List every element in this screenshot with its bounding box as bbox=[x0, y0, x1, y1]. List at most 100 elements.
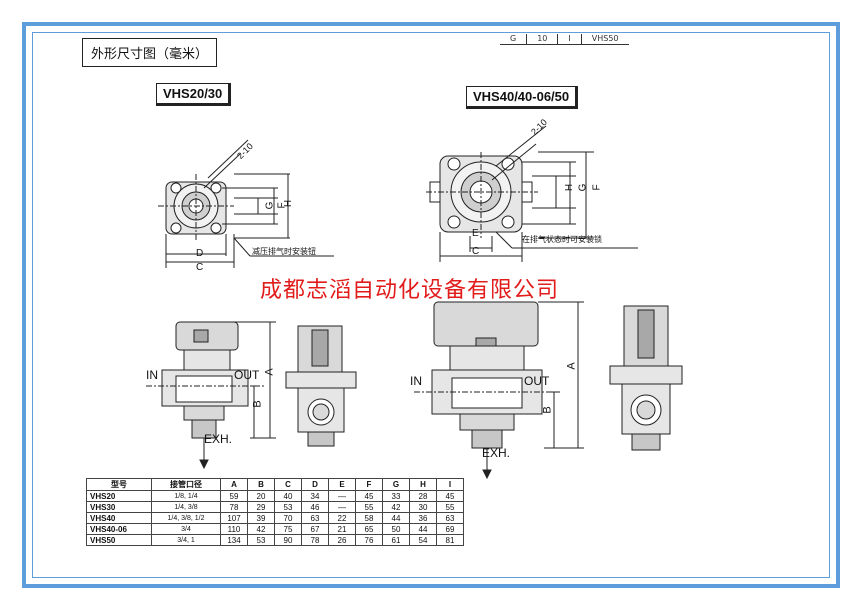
port-exh-left: EXH. bbox=[204, 432, 233, 446]
right-top-view-drawing bbox=[426, 125, 638, 262]
dim-label-G-left: G bbox=[264, 201, 276, 210]
table-header: 接管口径 bbox=[151, 478, 221, 491]
table-cell: VHS30 bbox=[86, 501, 152, 513]
table-cell: 46 bbox=[301, 501, 329, 513]
inner-frame bbox=[32, 32, 830, 578]
table-header: I bbox=[436, 478, 464, 491]
table-cell: 55 bbox=[355, 501, 383, 513]
table-cell: 70 bbox=[274, 512, 302, 524]
strip-cell: 10 bbox=[527, 34, 559, 44]
table-cell: 28 bbox=[409, 490, 437, 502]
table-cell: 78 bbox=[301, 534, 329, 546]
table-header: E bbox=[328, 478, 356, 491]
dim-label-A-right: A bbox=[565, 362, 578, 370]
table-cell: 34 bbox=[301, 490, 329, 502]
table-cell: 81 bbox=[436, 534, 464, 546]
left-top-view-drawing bbox=[158, 139, 334, 268]
table-cell: 39 bbox=[247, 512, 275, 524]
table-header-row: 型号 接管口径 A B C D E F G H I bbox=[86, 478, 464, 491]
table-header: G bbox=[382, 478, 410, 491]
table-header: D bbox=[301, 478, 329, 491]
top-table-strip: G 10 I VHS50 bbox=[500, 34, 629, 45]
table-cell: VHS40-06 bbox=[86, 523, 152, 535]
table-header: F bbox=[355, 478, 383, 491]
right-front-view-drawing bbox=[414, 301, 683, 480]
table-cell: — bbox=[328, 501, 356, 513]
table-cell: 110 bbox=[220, 523, 248, 535]
table-cell: 42 bbox=[382, 501, 410, 513]
drawing-page: G 10 I VHS50 外形尺寸图（毫米） VHS20/30 VHS40/40… bbox=[38, 30, 828, 580]
dim-label-D-left: D bbox=[196, 248, 204, 259]
strip-cell: VHS50 bbox=[591, 34, 619, 43]
strip-cell: G bbox=[500, 34, 528, 44]
table-cell: 36 bbox=[409, 512, 437, 524]
table-cell: 21 bbox=[328, 523, 356, 535]
table-cell: 1/8, 1/4 bbox=[151, 490, 221, 502]
table-cell: 29 bbox=[247, 501, 275, 513]
port-in-right: IN bbox=[410, 374, 422, 388]
table-cell: 53 bbox=[247, 534, 275, 546]
table-cell: 76 bbox=[355, 534, 383, 546]
table-cell: 44 bbox=[382, 512, 410, 524]
table-cell: 107 bbox=[220, 512, 248, 524]
strip-cell: I bbox=[558, 34, 582, 44]
company-watermark: 成都志滔自动化设备有限公司 bbox=[260, 278, 560, 303]
table-header: A bbox=[220, 478, 248, 491]
table-cell: 50 bbox=[382, 523, 410, 535]
table-cell: 3/4 bbox=[151, 523, 221, 535]
table-cell: 1/4, 3/8 bbox=[151, 501, 221, 513]
table-cell: 134 bbox=[220, 534, 248, 546]
table-cell: 42 bbox=[247, 523, 275, 535]
table-cell: 65 bbox=[355, 523, 383, 535]
table-row: VHS20 1/8, 1/4 59 20 40 34 — 45 33 28 45 bbox=[86, 490, 464, 502]
table-cell: 53 bbox=[274, 501, 302, 513]
section-title: 外形尺寸图（毫米） bbox=[82, 38, 218, 67]
table-row: VHS30 1/4, 3/8 78 29 53 46 — 55 42 30 55 bbox=[86, 501, 464, 513]
table-cell: 69 bbox=[436, 523, 464, 535]
dim-label-A-left: A bbox=[263, 368, 276, 376]
port-exh-right: EXH. bbox=[482, 446, 511, 460]
table-cell: VHS20 bbox=[86, 490, 152, 502]
dim-label-B-right: B bbox=[541, 406, 554, 414]
table-cell: 67 bbox=[301, 523, 329, 535]
dimension-table: 型号 接管口径 A B C D E F G H I VHS20 1/8, 1/4… bbox=[86, 478, 464, 546]
table-header: C bbox=[274, 478, 302, 491]
table-cell: 45 bbox=[436, 490, 464, 502]
table-cell: 45 bbox=[355, 490, 383, 502]
dim-label-H-right: H bbox=[564, 183, 576, 192]
model-title-right: VHS40/40-06/50 bbox=[466, 86, 579, 109]
port-out-left: OUT bbox=[234, 368, 260, 382]
dim-label-E-right: E bbox=[472, 228, 479, 239]
table-row: VHS50 3/4, 1 134 53 90 78 26 76 61 54 81 bbox=[86, 534, 464, 546]
port-in-left: IN bbox=[146, 368, 158, 382]
table-header: B bbox=[247, 478, 275, 491]
table-cell: 33 bbox=[382, 490, 410, 502]
table-cell: 20 bbox=[247, 490, 275, 502]
table-cell: 3/4, 1 bbox=[151, 534, 221, 546]
dim-label-G-right: G bbox=[577, 183, 589, 192]
table-cell: VHS40 bbox=[86, 512, 152, 524]
model-title-left: VHS20/30 bbox=[156, 83, 232, 106]
table-cell: 22 bbox=[328, 512, 356, 524]
table-cell: 40 bbox=[274, 490, 302, 502]
table-cell: 61 bbox=[382, 534, 410, 546]
table-cell: 63 bbox=[301, 512, 329, 524]
table-cell: 30 bbox=[409, 501, 437, 513]
dim-label-F-left: F bbox=[276, 202, 288, 209]
table-cell: 44 bbox=[409, 523, 437, 535]
table-cell: 75 bbox=[274, 523, 302, 535]
table-cell: 54 bbox=[409, 534, 437, 546]
table-cell: 59 bbox=[220, 490, 248, 502]
table-row: VHS40-06 3/4 110 42 75 67 21 65 50 44 69 bbox=[86, 523, 464, 535]
left-front-view-drawing bbox=[146, 321, 357, 470]
table-cell: 58 bbox=[355, 512, 383, 524]
table-cell: 1/4, 3/8, 1/2 bbox=[151, 512, 221, 524]
dim-label-C-right: C bbox=[472, 246, 480, 257]
table-cell: — bbox=[328, 490, 356, 502]
note-right: 在排气状态时可安装锁 bbox=[522, 235, 602, 244]
table-cell: 26 bbox=[328, 534, 356, 546]
table-header: H bbox=[409, 478, 437, 491]
table-cell: 90 bbox=[274, 534, 302, 546]
table-cell: VHS50 bbox=[86, 534, 152, 546]
dim-label-C-left: C bbox=[196, 262, 204, 273]
